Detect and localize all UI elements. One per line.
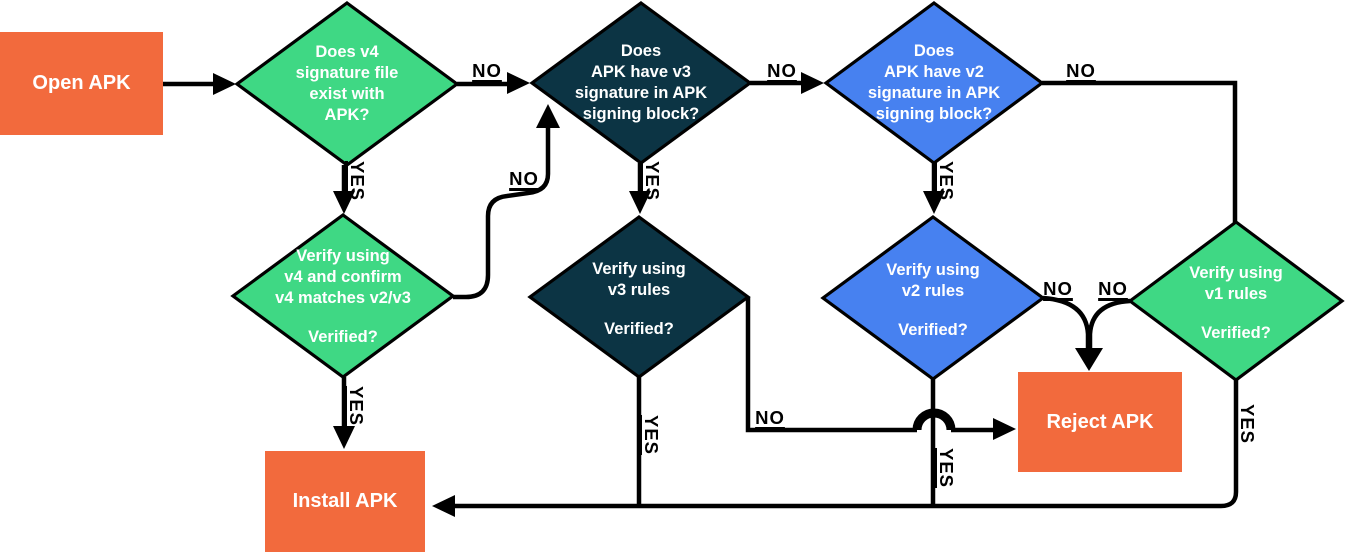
edge-label-v2verify-no: NO [1043, 278, 1073, 299]
arrowhead-into-v2verify [923, 191, 945, 214]
arrowhead-into-v4verify [333, 191, 355, 214]
edge-label-v1verify-yes: YES [1237, 403, 1258, 445]
edge-v2verify-no-line [1042, 295, 1091, 351]
arrowhead-into-v3verify [629, 191, 651, 214]
arrowhead-into-v4exists [213, 73, 236, 95]
decision-v4-exists-shape [234, 1, 460, 167]
arrowhead-into-install-right [432, 495, 455, 517]
node-install-apk-label: Install APK [292, 490, 398, 512]
node-open-apk: Open APK [0, 32, 163, 135]
node-open-apk-label: Open APK [32, 72, 131, 94]
node-reject-apk: Reject APK [1018, 372, 1182, 472]
decision-v3-verify-shape [527, 215, 751, 379]
edge-label-v3q-no: NO [767, 60, 797, 81]
arrowhead-into-reject-top [1075, 348, 1103, 371]
edge-label-v2q-no: NO [1066, 60, 1096, 81]
edge-v1verify-yes-line [455, 380, 1239, 509]
edge-v3verify-no-line-a [745, 297, 917, 433]
edge-v2q-no-line [1042, 80, 1238, 223]
decision-v4-verify-shape [230, 213, 456, 379]
edge-label-v4exists-no: NO [472, 60, 502, 81]
node-install-apk: Install APK [265, 451, 425, 552]
edge-label-v4verify-no: NO [509, 168, 539, 189]
decision-v2-in-block-shape [823, 1, 1045, 165]
decision-v2-verify-shape [820, 215, 1046, 381]
edge-label-v3q-yes: YES [642, 160, 663, 202]
arrowhead-into-v2q [801, 72, 824, 94]
node-reject-apk-label: Reject APK [1046, 410, 1154, 433]
edge-label-v1verify-no: NO [1098, 278, 1128, 299]
edge-label-v2verify-yes: YES [936, 447, 957, 489]
edge-label-v4verify-yes: YES [346, 385, 367, 427]
edge-label-v2q-yes: YES [936, 160, 957, 202]
decision-v3-in-block-shape [529, 1, 753, 165]
arrowhead-into-reject-left [993, 418, 1016, 440]
edge-label-v3verify-no: NO [755, 407, 785, 428]
edge-v4verify-no-line [453, 126, 551, 300]
arrowhead-into-v3q [507, 72, 530, 94]
arrowhead-into-install-top [333, 426, 355, 449]
decision-v1-verify-shape [1127, 220, 1345, 382]
edge-label-v3verify-yes: YES [641, 414, 662, 456]
edge-v1verify-no-line [1087, 298, 1131, 351]
arrowhead-v4verify-no-into-v3q [536, 104, 560, 128]
edge-label-v4exists-yes: YES [347, 160, 368, 202]
